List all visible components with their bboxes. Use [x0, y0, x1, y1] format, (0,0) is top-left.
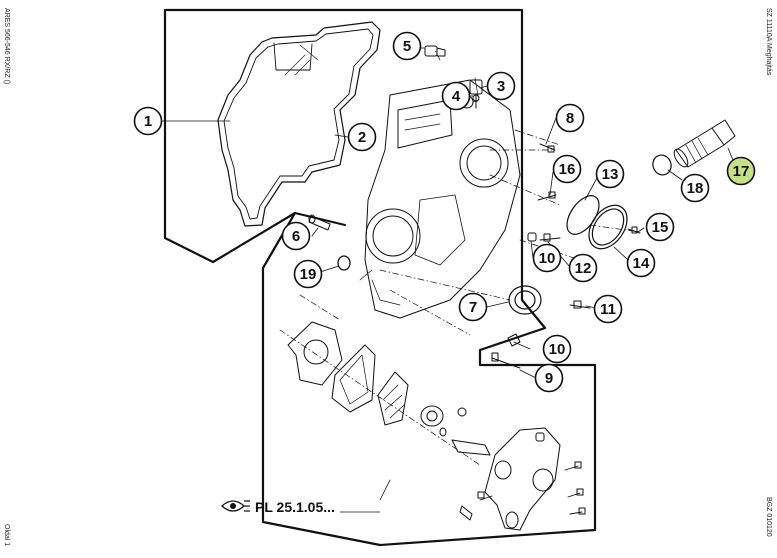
- callout-label: 3: [497, 78, 505, 95]
- callout-circle: [593, 294, 623, 324]
- callout-circle: [726, 156, 756, 186]
- callout-label: 19: [300, 266, 317, 283]
- water-pump-assembly: [287, 321, 586, 531]
- ring-part: [652, 154, 672, 176]
- callout-1: 1: [133, 106, 163, 136]
- plug-part: [424, 45, 446, 57]
- callout-circle: [392, 31, 422, 61]
- callout-circle: [555, 103, 585, 133]
- callout-label: 6: [292, 228, 300, 245]
- callout-circle: [645, 212, 675, 242]
- callout-label: 9: [545, 370, 553, 387]
- callout-label: 2: [358, 129, 366, 146]
- callout-13: 13: [595, 159, 625, 189]
- callout-label: 8: [566, 110, 574, 127]
- callout-circle: [542, 334, 572, 364]
- callout-circle: [458, 292, 488, 322]
- callout-11: 11: [593, 294, 623, 324]
- callout-16: 16: [552, 154, 582, 184]
- callout-10: 10: [532, 243, 562, 273]
- callout-17: 17: [726, 156, 756, 186]
- callout-9: 9: [534, 363, 564, 393]
- callout-label: 12: [575, 260, 592, 277]
- callout-label: 10: [539, 250, 556, 267]
- callout-19: 19: [293, 259, 323, 289]
- callout-circle: [680, 173, 710, 203]
- callout-circle: [552, 154, 582, 184]
- callout-14: 14: [626, 248, 656, 278]
- callout-label: 13: [602, 166, 619, 183]
- callout-label: 17: [733, 163, 750, 180]
- callout-circle: [293, 259, 323, 289]
- fitting-part: [673, 119, 736, 168]
- callout-4: 4: [441, 81, 471, 111]
- o-ring-part: [337, 255, 351, 271]
- reference-note: PL 25.1.05...: [221, 499, 380, 515]
- oil-seal-part: [508, 285, 542, 315]
- callout-circle: [486, 71, 516, 101]
- callout-label: 4: [452, 88, 461, 105]
- eye-reference-icon: [221, 500, 250, 512]
- callout-15: 15: [645, 212, 675, 242]
- callout-circle: [568, 253, 598, 283]
- callout-label: 14: [633, 255, 650, 272]
- callout-label: 1: [144, 113, 152, 130]
- assembly-boundary: [163, 8, 597, 547]
- bolt-part: [491, 143, 641, 369]
- callout-label: 11: [600, 301, 616, 318]
- callout-circle: [626, 248, 656, 278]
- callout-label: 5: [403, 38, 411, 55]
- callout-18: 18: [680, 173, 710, 203]
- sub-assembly-boundary: [262, 212, 346, 269]
- callout-2: 2: [347, 122, 377, 152]
- callout-label: 18: [687, 180, 704, 197]
- callout-label: 10: [549, 341, 566, 358]
- callout-3: 3: [486, 71, 516, 101]
- callout-5: 5: [392, 31, 422, 61]
- callout-8: 8: [555, 103, 585, 133]
- callout-10: 10: [542, 334, 572, 364]
- cover-seal-part: [566, 195, 628, 250]
- callout-7: 7: [458, 292, 488, 322]
- callout-label: 16: [559, 161, 576, 178]
- dowel-part: [308, 214, 331, 231]
- callout-circle: [532, 243, 562, 273]
- callout-12: 12: [568, 253, 598, 283]
- timing-cover-part: [359, 77, 521, 319]
- callout-label: 15: [652, 219, 669, 236]
- callout-circle: [534, 363, 564, 393]
- callout-6: 6: [281, 221, 311, 251]
- reference-text: PL 25.1.05...: [255, 499, 335, 515]
- callout-circle: [595, 159, 625, 189]
- callout-label: 7: [469, 299, 477, 316]
- callout-circle: [441, 81, 471, 111]
- callout-circle: [281, 221, 311, 251]
- gasket-part: [217, 21, 381, 227]
- sensor-part: [469, 79, 483, 109]
- callout-circle: [133, 106, 163, 136]
- leader-lines: [160, 47, 736, 501]
- callout-circle: [347, 122, 377, 152]
